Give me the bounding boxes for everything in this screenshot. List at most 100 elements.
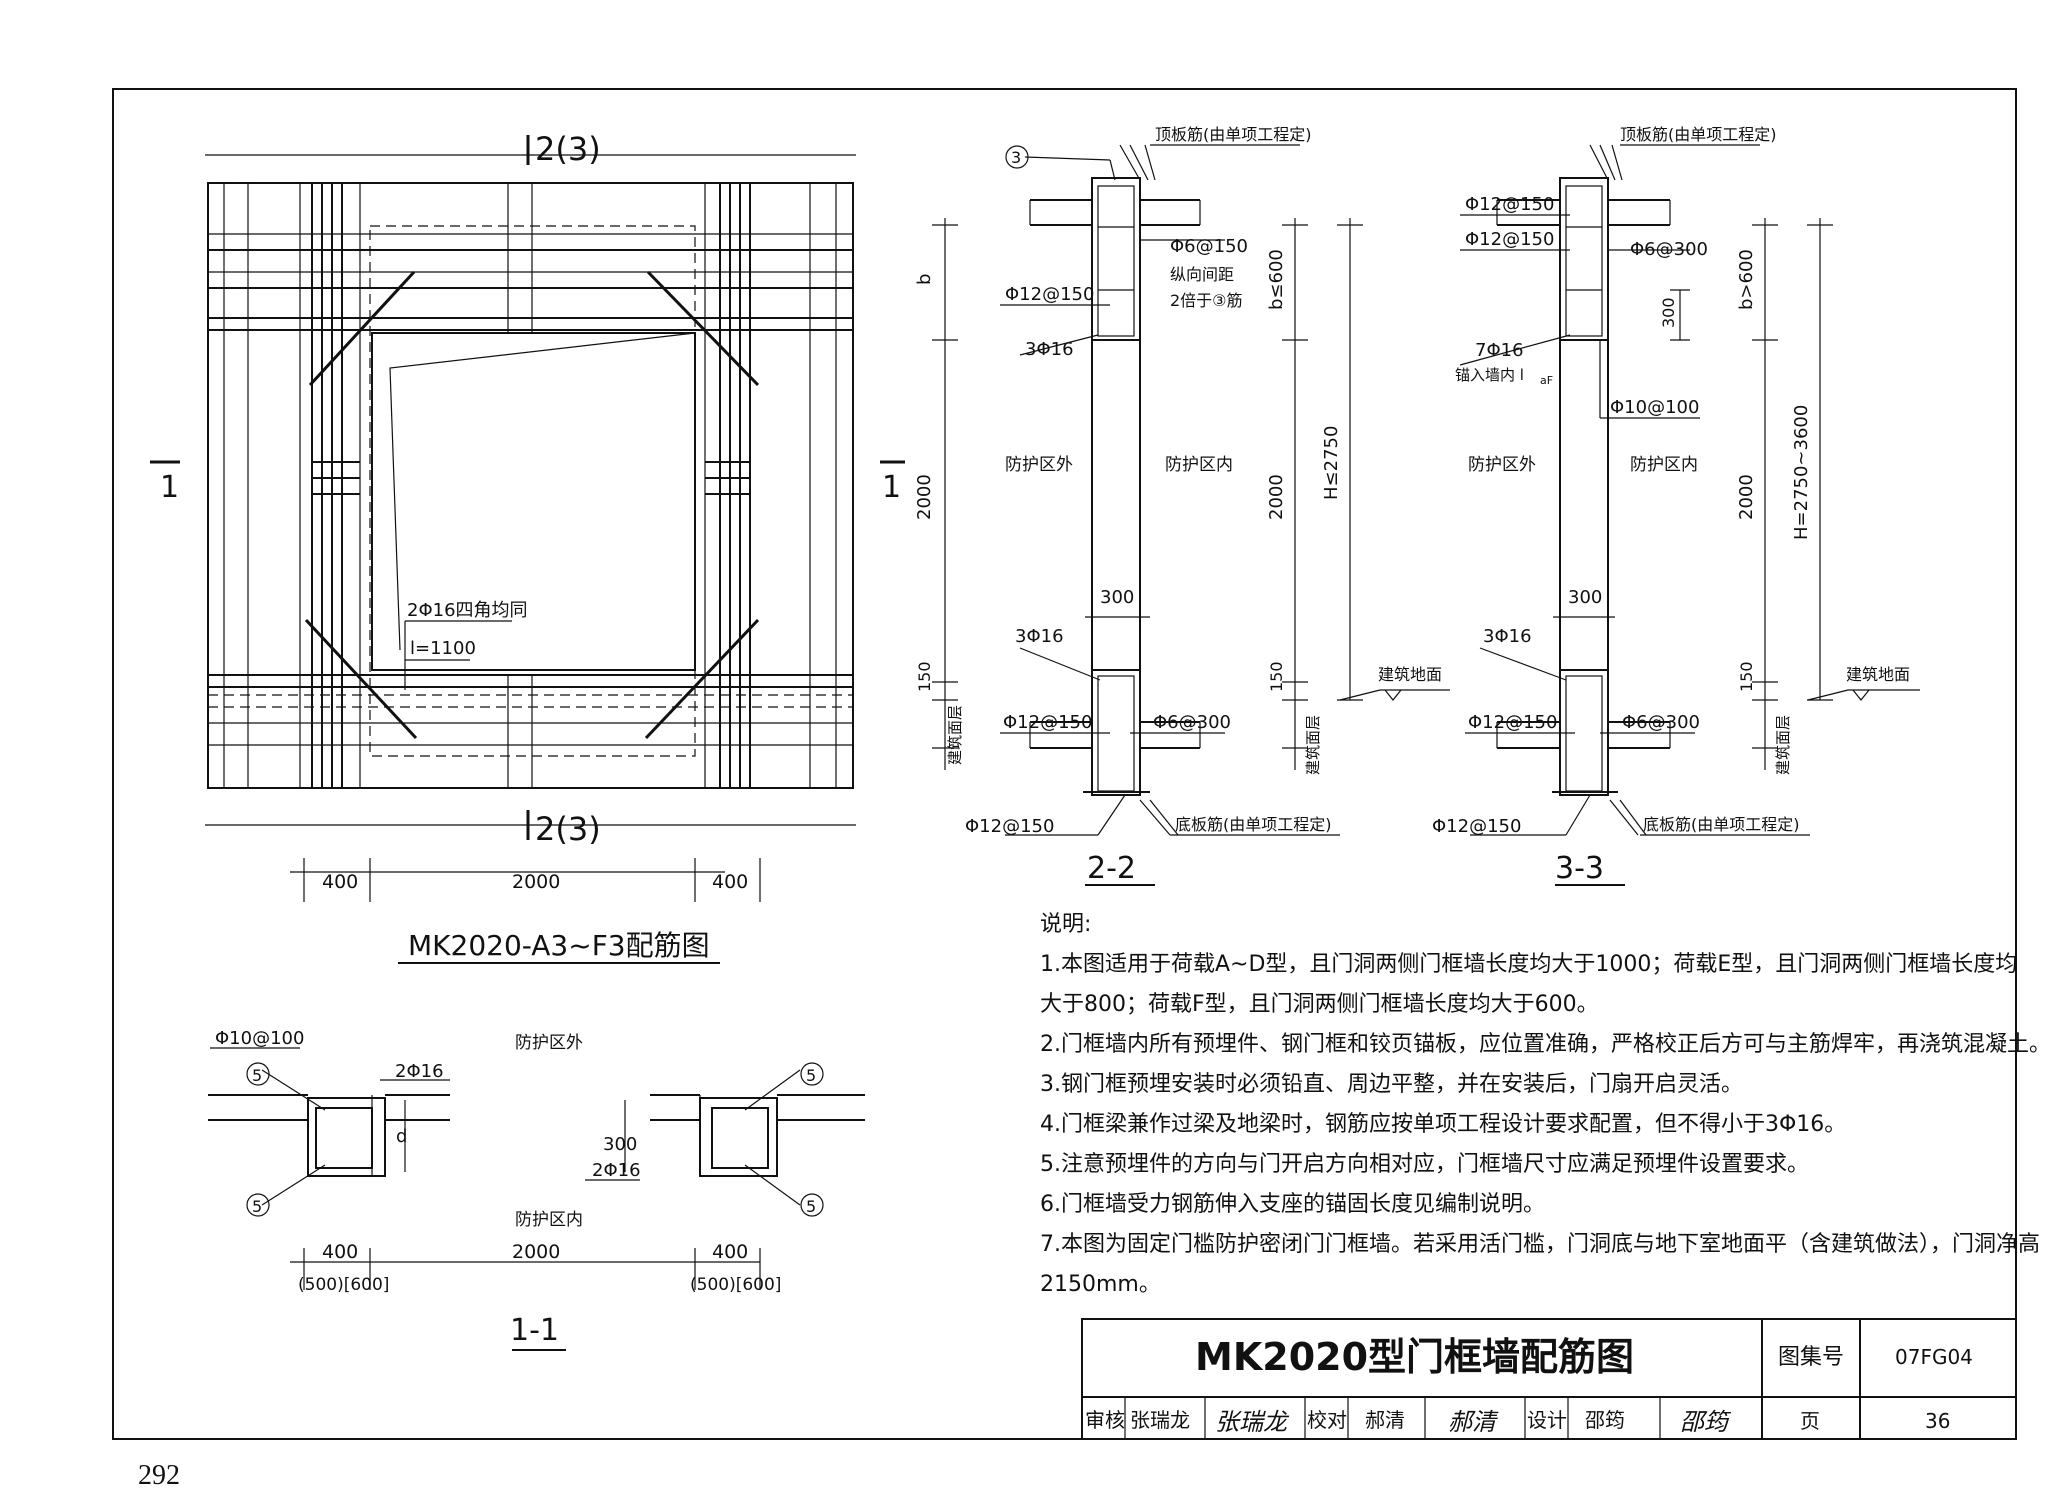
s22-outside: 防护区外 [1005,455,1073,475]
s22-top-note: 顶板筋(由单项工程定) [1155,125,1312,144]
plan-title: MK2020-A3~F3配筋图 [408,929,710,962]
s22-dim-300: 300 [1100,587,1134,608]
check-label: 校对 [1307,1408,1347,1432]
reviewer-signature: 张瑞龙 [1215,1408,1290,1436]
s11-dim-400-right: 400 [712,1241,748,1263]
atlas-label: 图集号 [1778,1345,1844,1370]
s33-outside: 防护区外 [1468,455,1536,475]
s11-d-label: d [396,1126,407,1147]
s11-outside-label: 防护区外 [515,1033,583,1053]
s22-bottom-wall-bar: Φ12@150 [1003,712,1092,733]
s33-dim-h: H=2750~3600 [1791,405,1812,540]
s11-subdims-left: (500)[600] [298,1275,389,1295]
section-1-1 [208,1047,865,1351]
s11-title: 1-1 [510,1313,559,1348]
plan-dim-400-right: 400 [712,871,748,893]
page-label: 页 [1800,1409,1820,1433]
s33-bottom-stirrup: Φ6@300 [1622,712,1700,733]
s33-inside: 防护区内 [1630,455,1698,475]
section-3-3 [1459,144,1920,886]
checker-signature: 郝清 [1448,1408,1499,1436]
s33-bottom-note: 底板筋(由单项工程定) [1643,815,1800,834]
s33-bottom-beam-bars: 3Φ16 [1483,626,1532,647]
s22-inside: 防护区内 [1165,455,1233,475]
s33-bottom-wall-bar: Φ12@150 [1468,712,1557,733]
section-2-2 [932,144,1450,886]
corner-bar-length: l=1100 [410,638,476,659]
s33-bottom-slab-bar: Φ12@150 [1432,816,1521,837]
s22-dim-150-left: 150 [915,661,934,692]
title-block [1081,1318,2017,1440]
notes-block: 说明: 1.本图适用于荷载A~D型，且门洞两侧门框墙长度均大于1000；荷载E型… [1040,905,2048,1305]
s22-bottom-slab-bar: Φ12@150 [965,816,1054,837]
note-line: 3.钢门框预埋安装时必须铅直、周边平整，并在安装后，门扇开启灵活。 [1040,1072,1743,1097]
s33-anchor-bars: 7Φ16 [1475,340,1524,361]
plan-dim-400-left: 400 [322,871,358,893]
s22-dim-b-cond: b≤600 [1266,249,1287,310]
note-line: 大于800；荷载F型，且门洞两侧门框墙长度均大于600。 [1040,992,1599,1017]
s22-dim-2000-left: 2000 [914,474,935,520]
s22-note-spacing: 纵向间距 [1170,265,1234,284]
atlas-number: 07FG04 [1895,1345,1973,1369]
s33-wall-stirrup: Φ10@100 [1610,397,1699,418]
note-line: 2150mm。 [1040,1272,1161,1297]
s22-floor-level: 建筑地面 [1378,665,1442,684]
s33-anchor-sub: aF [1540,374,1553,387]
s11-marker-4: 5 [806,1197,816,1216]
s11-marker-2: 5 [252,1197,262,1216]
s11-subdims-right: (500)[600] [690,1275,781,1295]
note-line: 2.门框墙内所有预埋件、钢门框和铰页锚板，应位置准确，严格校正后方可与主筋焊牢，… [1040,1032,2048,1057]
designer-signature: 邵筠 [1680,1408,1732,1436]
s22-note-double: 2倍于③筋 [1170,291,1243,310]
s22-dim-150-right: 150 [1267,661,1286,692]
s22-beam-bars: 3Φ16 [1025,339,1074,360]
note-line: 6.门框墙受力钢筋伸入支座的锚固长度见编制说明。 [1040,1192,1545,1217]
notes-heading: 说明: [1040,912,1092,937]
s11-marker-3: 5 [806,1066,816,1085]
s11-bottom-bars-label: 2Φ16 [592,1160,641,1181]
page-no: 36 [1925,1409,1950,1433]
plan-section-mark-top: 2(3) [535,130,601,168]
drawing-title: MK2020型门框墙配筋图 [1195,1335,1634,1379]
note-line: 7.本图为固定门槛防护密闭门门框墙。若采用活门槛，门洞底与地下室地面平（含建筑做… [1040,1232,2040,1257]
plan-section-mark-bottom: 2(3) [535,810,601,848]
review-label: 审核 [1085,1408,1125,1432]
s33-dim-2000: 2000 [1736,474,1757,520]
s11-dim-2000: 2000 [512,1241,560,1263]
s33-top-note: 顶板筋(由单项工程定) [1620,125,1777,144]
design-label: 设计 [1527,1408,1567,1432]
s22-dim-b: b [914,274,935,285]
s22-stirrup: Φ6@150 [1170,236,1248,257]
plan-section-mark-left: 1 [160,470,179,505]
s22-floor-layer-right: 建筑面层 [1304,715,1322,775]
s33-bar-a: Φ12@150 [1465,194,1554,215]
s33-stirrup: Φ6@300 [1630,239,1708,260]
s11-inside-label: 防护区内 [515,1210,583,1230]
s33-dim-150: 150 [1737,661,1756,692]
s22-marker: 3 [1011,148,1021,167]
s33-bar-b: Φ12@150 [1465,229,1554,250]
checker-name: 郝清 [1365,1408,1405,1432]
s33-dim-b-cond: b>600 [1736,249,1757,310]
s11-dim-400-left: 400 [322,1241,358,1263]
sheet-frame [112,88,2017,1440]
s33-floor-layer: 建筑面层 [1774,715,1792,775]
s22-wall-bar: Φ12@150 [1005,284,1094,305]
plan-view [150,135,905,964]
s22-floor-layer: 建筑面层 [946,705,964,765]
s33-title: 3-3 [1555,851,1604,886]
s33-floor-level: 建筑地面 [1846,665,1910,684]
s22-bottom-stirrup: Φ6@300 [1153,712,1231,733]
page-number: 292 [138,1460,180,1491]
s33-dim-300-v: 300 [1659,297,1678,328]
s22-dim-2000-right: 2000 [1266,474,1287,520]
s22-bottom-note: 底板筋(由单项工程定) [1175,815,1332,834]
s22-bottom-beam-bars: 3Φ16 [1015,626,1064,647]
reviewer-name: 张瑞龙 [1130,1408,1190,1432]
note-line: 4.门框梁兼作过梁及地梁时，钢筋应按单项工程设计要求配置，但不得小于3Φ16。 [1040,1112,1847,1137]
s33-anchor-note: 锚入墙内 l [1455,366,1524,384]
corner-bar-label: 2Φ16四角均同 [407,600,528,621]
s11-top-bars-label: 2Φ16 [395,1061,444,1082]
plan-section-mark-right: 1 [882,470,901,505]
